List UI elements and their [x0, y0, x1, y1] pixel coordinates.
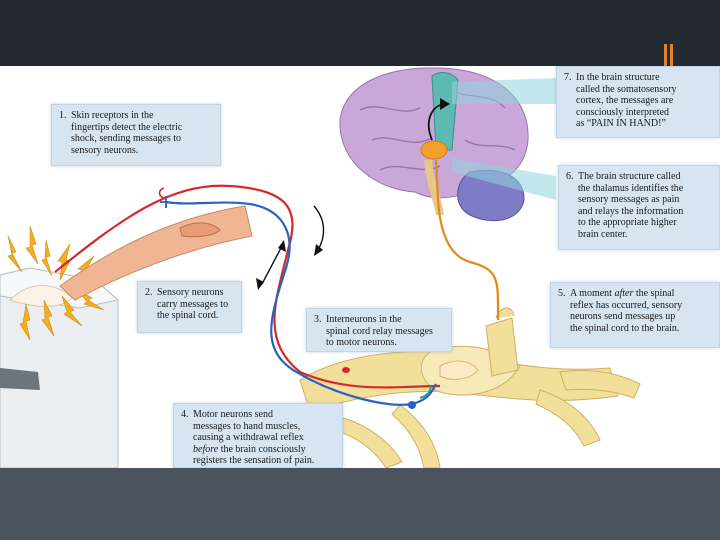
- callout-step-3: 3. Interneurons in the spinal cord relay…: [306, 308, 452, 352]
- brain: [340, 68, 556, 221]
- arrowhead-icon: [314, 244, 323, 256]
- step-text: In the brain structure called the somato…: [564, 72, 712, 130]
- step-number: 1.: [59, 110, 67, 121]
- direction-arrow: [314, 206, 324, 250]
- electric-toaster: [0, 268, 118, 468]
- step-text: Sensory neurons carry messages to the sp…: [145, 287, 234, 322]
- step-text-part: A moment: [570, 288, 614, 299]
- callout-step-6: 6. The brain structure called the thalam…: [558, 165, 720, 250]
- callout-step-2: 2. Sensory neurons carry messages to the…: [137, 281, 242, 333]
- callout-step-4: 4. Motor neurons send messages to hand m…: [173, 403, 343, 468]
- step-text-emphasis: after: [614, 288, 633, 299]
- arrowhead-icon: [256, 278, 264, 290]
- step-number: 7.: [564, 72, 572, 83]
- step-text: Skin receptors in the fingertips detect …: [59, 110, 213, 156]
- step-text: Interneurons in the spinal cord relay me…: [314, 314, 444, 349]
- callout-step-5: 5. A moment after the spinal reflex has …: [550, 282, 720, 348]
- step-number: 5.: [558, 288, 566, 299]
- step-number: 4.: [181, 409, 189, 420]
- slide-bottom-bar: [0, 468, 720, 540]
- motor-cell-body: [408, 401, 416, 409]
- callout-step-7: 7. In the brain structure called the som…: [556, 66, 720, 138]
- sensory-cell-body: [342, 367, 350, 373]
- accent-mark: [664, 44, 667, 66]
- step-text: A moment after the spinal reflex has occ…: [558, 288, 712, 334]
- accent-mark: [670, 44, 673, 66]
- step-number: 6.: [566, 171, 574, 182]
- step-number: 2.: [145, 287, 153, 298]
- step-text: The brain structure called the thalamus …: [566, 171, 712, 241]
- step-text: Motor neurons send messages to hand musc…: [181, 409, 335, 467]
- callout-step-1: 1. Skin receptors in the fingertips dete…: [51, 104, 221, 166]
- slide-content: 1. Skin receptors in the fingertips dete…: [0, 66, 720, 468]
- direction-arrow: [262, 246, 282, 284]
- nerve-ending-icon: [160, 188, 165, 198]
- step-text-part: Motor neurons send messages to hand musc…: [193, 409, 304, 443]
- step-text-emphasis: before: [193, 444, 218, 455]
- step-number: 3.: [314, 314, 322, 325]
- slide-top-bar: [0, 0, 720, 66]
